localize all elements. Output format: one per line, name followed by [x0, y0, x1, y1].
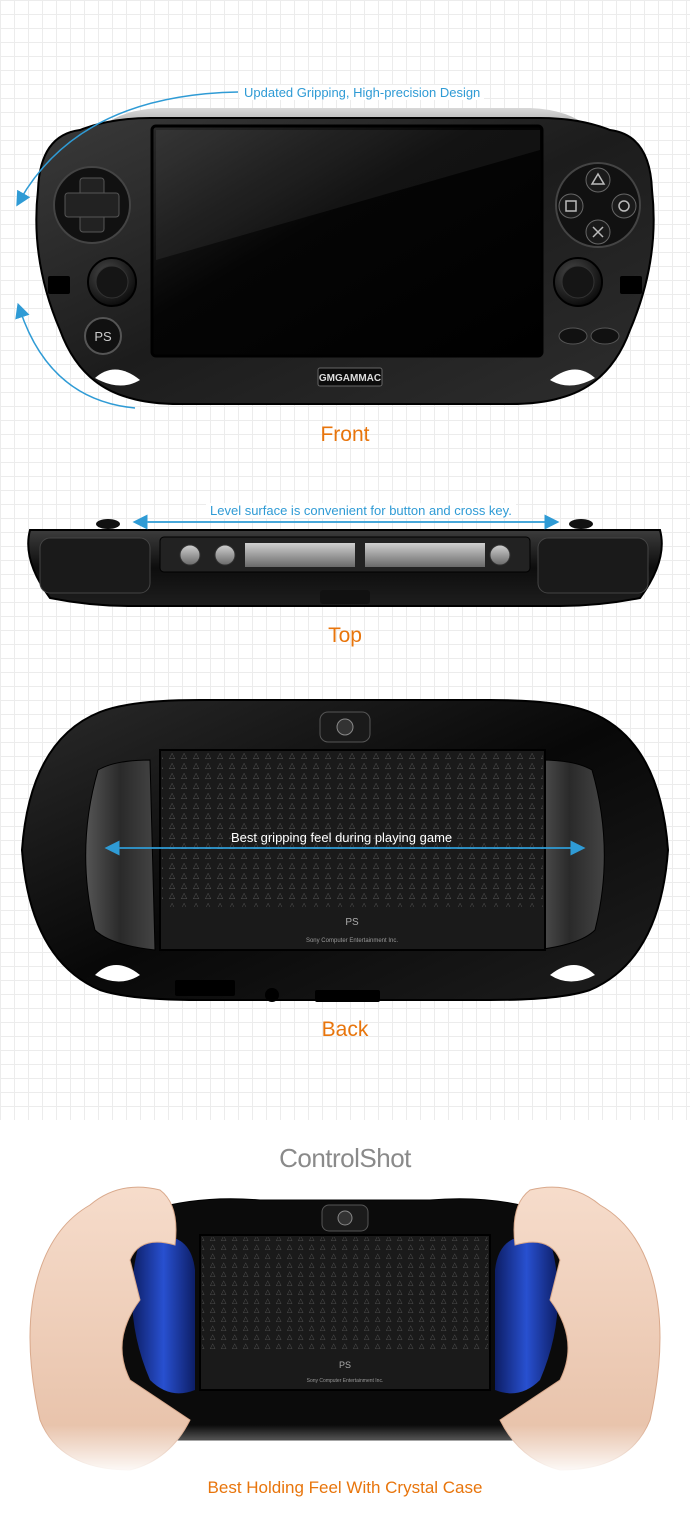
- top-annotation: Level surface is convenient for button a…: [206, 503, 516, 518]
- square-button-icon: [565, 200, 577, 212]
- front-annotation: Updated Gripping, High-precision Design: [240, 85, 485, 100]
- arrow-icon: [16, 91, 239, 207]
- cross-button-icon: [592, 226, 604, 238]
- hands-holding-device-illustration: △ PS Sony Computer Entertainment Inc.: [0, 1186, 690, 1475]
- top-label: Top: [328, 624, 362, 647]
- front-label: Front: [320, 423, 370, 446]
- hands-photo: △ PS Sony Computer Entertainment Inc.: [0, 1175, 690, 1475]
- top-device-illustration: [27, 514, 663, 607]
- playstation-logo-icon: PS: [339, 1360, 351, 1370]
- front-device-illustration: PS GMGAMMAC: [15, 91, 655, 409]
- hands-caption: Best Holding Feel With Crystal Case: [207, 1478, 483, 1497]
- back-annotation: Best gripping feel during playing game: [231, 830, 453, 845]
- hands-sce-text: Sony Computer Entertainment Inc.: [307, 1378, 384, 1384]
- face-buttons: [555, 162, 641, 248]
- brand-title: ControlShot: [279, 1143, 411, 1173]
- playstation-logo-icon: PS: [345, 917, 359, 928]
- back-section: △ PS Sony Computer Entertainment Inc.: [0, 695, 690, 1005]
- playstation-logo-icon: PS: [94, 329, 112, 344]
- top-section: [0, 500, 690, 620]
- back-device-illustration: △ PS Sony Computer Entertainment Inc.: [20, 699, 670, 1002]
- gmgammac-logo: GMGAMMAC: [319, 373, 381, 384]
- arrow-icon: [15, 302, 136, 409]
- back-sce-text: Sony Computer Entertainment Inc.: [306, 938, 398, 944]
- circle-button-icon: [618, 200, 630, 212]
- dpad-icon: [53, 166, 131, 244]
- front-section: PS GMGAMMAC: [0, 70, 690, 450]
- triangle-button-icon: [590, 172, 606, 185]
- back-label: Back: [321, 1018, 369, 1041]
